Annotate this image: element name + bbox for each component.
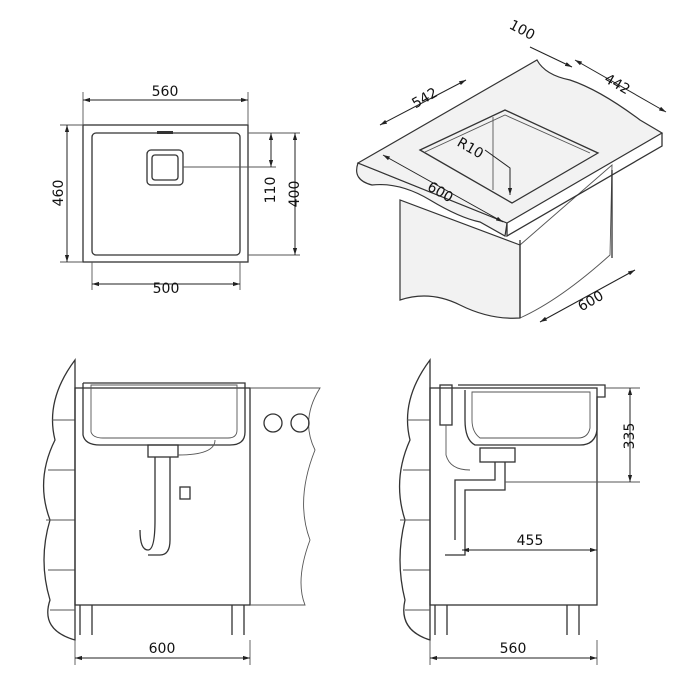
dim-100: 100 <box>506 17 537 44</box>
dim-600-depth: 600 <box>575 288 606 315</box>
side-view: 335 455 560 <box>398 358 640 665</box>
dim-460: 460 <box>51 180 67 207</box>
overflow-slot <box>157 131 173 134</box>
dim-500: 500 <box>153 281 180 297</box>
sink-outer-outline <box>82 124 249 263</box>
dim-335: 335 <box>622 423 638 450</box>
dim-560: 560 <box>152 84 179 100</box>
wall-side <box>398 358 431 641</box>
dim-110: 110 <box>263 177 279 204</box>
siphon <box>139 457 171 556</box>
cabinet-front <box>399 199 521 319</box>
top-view: 560 460 110 400 500 <box>51 84 303 297</box>
front-view: 600 <box>42 358 321 665</box>
drain-inner <box>151 154 179 181</box>
dim-400: 400 <box>287 181 303 208</box>
sink-bowl-side <box>458 384 606 446</box>
dim-600-front: 600 <box>149 641 176 657</box>
isometric-view: 100 442 542 R10 600 600 <box>356 17 667 323</box>
cabinet-side <box>429 387 598 606</box>
sink-bowl <box>82 382 246 446</box>
dim-542: 542 <box>409 85 440 112</box>
sink-bowl-outline <box>91 132 241 256</box>
drain-outer <box>146 149 184 186</box>
cabinet <box>74 387 251 606</box>
dim-455: 455 <box>517 533 544 549</box>
dim-560-side: 560 <box>500 641 527 657</box>
wall <box>42 358 76 641</box>
dim-442: 442 <box>601 71 632 98</box>
